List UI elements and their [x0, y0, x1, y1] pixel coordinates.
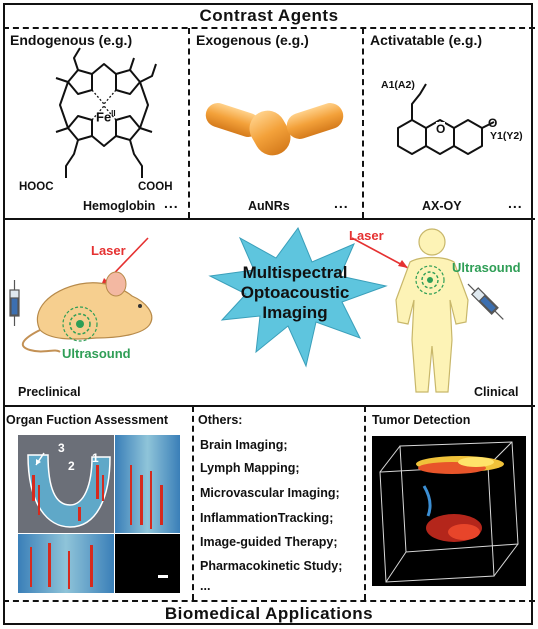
- others-item-5: Image-guided Therapy;: [200, 535, 338, 549]
- others-item-4: InflammationTracking;: [200, 511, 334, 525]
- mouse: [21, 271, 153, 353]
- syringe-left: [9, 280, 20, 326]
- contrast-agents-banner: Contrast Agents: [199, 6, 339, 25]
- organ-function-header: Organ Fuction Assessment: [6, 413, 169, 427]
- clinical-label: Clinical: [474, 385, 519, 399]
- others-item-6: Pharmacokinetic Study;: [200, 559, 343, 573]
- organ-label-3: 3: [58, 441, 65, 455]
- endogenous-header: Endogenous (e.g.): [10, 32, 133, 48]
- tumor-detection-header: Tumor Detection: [372, 413, 471, 427]
- ultrasound-label-right: Ultrasound: [452, 260, 521, 275]
- ax-oy-caption: AX-OY: [422, 199, 462, 213]
- ether-oxygen: O: [488, 116, 498, 130]
- others-header: Others:: [198, 413, 243, 427]
- figure-frame: [3, 3, 533, 625]
- y-substituent: Y1(Y2): [490, 130, 523, 142]
- hemoglobin-caption: Hemoglobin: [83, 199, 156, 213]
- agents-col-divider-2: [362, 28, 364, 218]
- others-item-more: ...: [200, 579, 211, 593]
- a-substituent: A1(A2): [381, 79, 415, 91]
- organ-label-2: 2: [68, 459, 75, 473]
- imaging-title-line-2: Optoacoustic: [240, 283, 350, 302]
- biomedical-applications-banner: Biomedical Applications: [164, 604, 374, 623]
- exogenous-more: ...: [334, 195, 349, 211]
- hooc-label: HOOC: [19, 181, 54, 193]
- organ-function-image: [18, 435, 180, 593]
- aunrs-caption: AuNRs: [248, 199, 290, 213]
- xanthene-oxygen: O: [436, 122, 446, 136]
- optoacoustic-star: [208, 226, 388, 368]
- apps-col-divider-2: [364, 406, 366, 600]
- preclinical-label: Preclinical: [18, 385, 81, 399]
- imaging-title: Multispectral Optoacoustic Imaging: [200, 263, 390, 323]
- iron-label: FeII: [96, 109, 116, 125]
- laser-label-right: Laser: [349, 228, 384, 243]
- tumor-detection-image: [372, 436, 526, 586]
- imaging-title-line-3: Imaging: [262, 303, 328, 322]
- activatable-more: ...: [508, 195, 523, 211]
- endogenous-more: ...: [164, 195, 179, 211]
- imaging-title-line-1: Multispectral: [242, 263, 348, 282]
- activatable-header: Activatable (e.g.): [370, 32, 483, 48]
- imaging-divider: [3, 405, 535, 407]
- human: [395, 228, 469, 393]
- others-item-2: Lymph Mapping;: [200, 461, 300, 475]
- others-item-1: Brain Imaging;: [200, 438, 288, 452]
- syringe-right: [467, 283, 504, 320]
- others-item-3: Microvascular Imaging;: [200, 486, 340, 500]
- agents-col-divider-1: [188, 28, 190, 218]
- agents-divider: [3, 218, 535, 220]
- bottom-banner-divider: [3, 600, 535, 602]
- exogenous-header: Exogenous (e.g.): [196, 32, 309, 48]
- laser-label-left: Laser: [91, 243, 126, 258]
- top-banner-divider: [3, 27, 535, 29]
- cooh-label: COOH: [138, 181, 173, 193]
- organ-label-1: 1: [92, 451, 99, 465]
- ultrasound-label-left: Ultrasound: [62, 346, 131, 361]
- apps-col-divider-1: [192, 406, 194, 600]
